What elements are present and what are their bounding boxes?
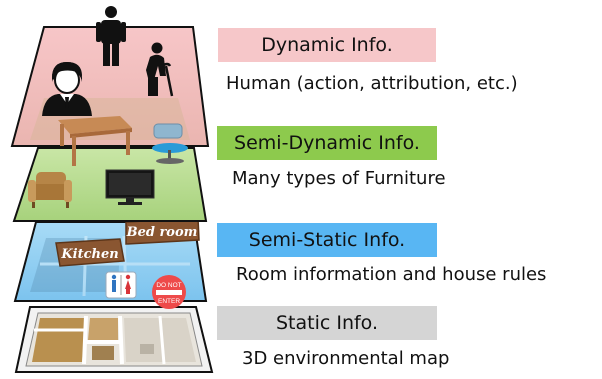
- bedroom-sign: Bed room: [125, 215, 200, 245]
- semi-dynamic-layer: [12, 147, 208, 222]
- dynamic-info-tag: Dynamic Info.: [218, 28, 436, 62]
- floor-plan-3d-icon: [25, 312, 203, 367]
- bedroom-label: Bed room: [126, 225, 198, 240]
- static-info-description: 3D environmental map: [242, 348, 450, 369]
- static-layer: [14, 306, 214, 373]
- semi-static-layer: Kitchen Bed room DO NOT ENTER: [13, 215, 208, 309]
- table-icon: [58, 116, 132, 166]
- semi-static-info-description: Room information and house rules: [236, 264, 547, 285]
- do-not-enter-icon: DO NOT ENTER: [152, 275, 186, 309]
- office-chair-icon: [152, 123, 188, 164]
- static-info-tag: Static Info.: [217, 306, 437, 340]
- semi-dynamic-info-description: Many types of Furniture: [232, 168, 446, 189]
- elderly-person-with-cane-icon: [146, 42, 174, 97]
- do-not-label: DO NOT: [156, 282, 181, 289]
- restroom-sign-icon: [105, 271, 137, 299]
- enter-label: ENTER: [158, 298, 180, 305]
- kitchen-label: Kitchen: [60, 247, 118, 262]
- television-icon: [105, 169, 155, 205]
- dynamic-info-description: Human (action, attribution, etc.): [226, 73, 518, 94]
- semi-static-info-tag: Semi-Static Info.: [217, 223, 437, 257]
- standing-person-icon: [96, 6, 126, 66]
- kitchen-sign: Kitchen: [55, 238, 125, 267]
- armchair-icon: [28, 172, 72, 208]
- semi-dynamic-info-tag: Semi-Dynamic Info.: [217, 126, 437, 160]
- businessman-icon: [42, 62, 92, 116]
- dynamic-layer: [10, 6, 210, 166]
